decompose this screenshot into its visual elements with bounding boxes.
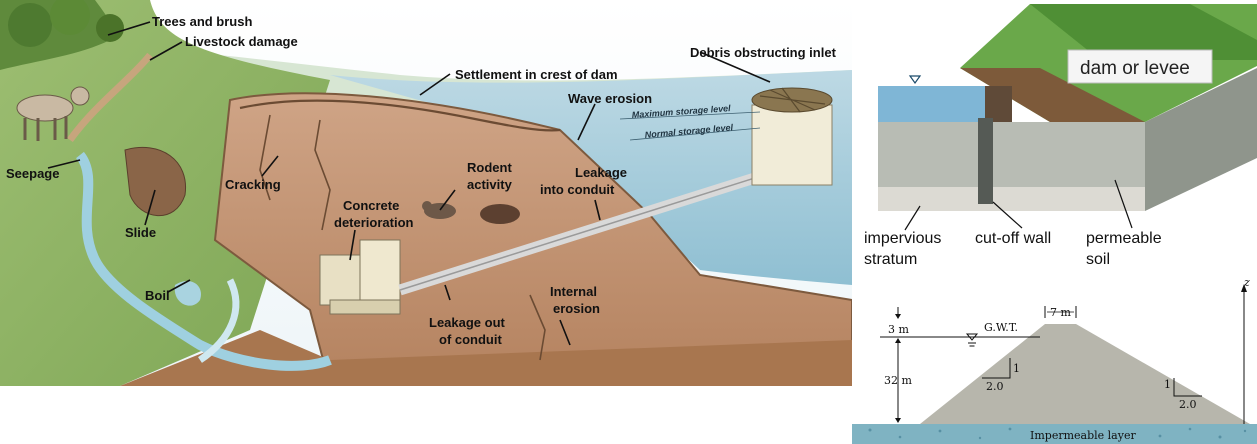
- intake-tower: [751, 87, 833, 186]
- label-cutoff-wall: cut-off wall: [975, 230, 1051, 247]
- label-height-32m: 32 m: [884, 374, 912, 387]
- cutoff-wall: [978, 118, 993, 204]
- slope-left-horizontal: 2.0: [986, 380, 1004, 393]
- levee-title: dam or levee: [1080, 58, 1190, 79]
- label-stratum: stratum: [864, 251, 917, 268]
- label-internal: Internal: [550, 284, 597, 299]
- slope-right-vertical: 1: [1164, 378, 1171, 391]
- outflow-water: [198, 278, 240, 363]
- levee-top-surface: [960, 4, 1257, 122]
- label-trees-and-brush: Trees and brush: [152, 14, 252, 29]
- label-rodent: Rodent: [467, 160, 512, 175]
- slide-area: [124, 146, 187, 217]
- label-leakage-out-2: of conduit: [439, 332, 502, 347]
- label-rodent-activity: activity: [467, 177, 513, 192]
- soil-side-face: [1145, 68, 1257, 211]
- label-impermeable-layer: Impermeable layer: [1030, 429, 1136, 442]
- cow-figure: [16, 86, 90, 141]
- label-livestock-damage: Livestock damage: [185, 34, 298, 49]
- foreground-ground: [120, 330, 852, 386]
- label-boil: Boil: [145, 288, 170, 303]
- levee-front-face: [960, 68, 1145, 122]
- boil-spot: [174, 280, 201, 306]
- label-deterioration: deterioration: [334, 215, 414, 230]
- impermeable-layer: [852, 424, 1257, 444]
- label-slide: Slide: [125, 225, 156, 240]
- label-debris: Debris obstructing inlet: [690, 45, 837, 60]
- label-impervious: impervious: [864, 230, 941, 247]
- livestock-trail: [67, 52, 153, 143]
- dam-hazard-illustration: Trees and brush Livestock damage Debris …: [0, 0, 852, 386]
- water-level-marker: [908, 75, 922, 85]
- label-depth-3m: 3 m: [888, 323, 909, 336]
- label-concrete: Concrete: [343, 198, 399, 213]
- label-erosion: erosion: [553, 301, 600, 316]
- label-permeable: permeable: [1086, 230, 1162, 247]
- water-body: [878, 86, 985, 122]
- seepage-stream: [75, 151, 332, 371]
- slope-left-vertical: 1: [1013, 362, 1020, 375]
- rodent: [422, 201, 456, 219]
- concrete-outlet: [319, 239, 401, 315]
- label-soil: soil: [1086, 251, 1110, 268]
- embankment-body: [920, 324, 1250, 424]
- levee-title-box: [1067, 49, 1213, 84]
- label-settlement: Settlement in crest of dam: [455, 67, 618, 82]
- label-crest-width: 7 m: [1050, 306, 1071, 319]
- label-seepage: Seepage: [6, 166, 59, 181]
- label-cracking: Cracking: [225, 177, 281, 192]
- label-gwt: G.W.T.: [984, 321, 1018, 334]
- label-leakage-into-2: into conduit: [540, 182, 615, 197]
- slope-right-horizontal: 2.0: [1179, 398, 1197, 411]
- reservoir-water: [330, 70, 852, 285]
- label-wave-erosion: Wave erosion: [568, 91, 652, 106]
- label-z-axis: z: [1243, 276, 1250, 289]
- permeable-soil-front: [878, 122, 1145, 187]
- burrow: [480, 204, 520, 224]
- label-leakage-out-1: Leakage out: [429, 315, 506, 330]
- impervious-stratum-front: [878, 187, 1145, 211]
- label-leakage-into-1: Leakage: [575, 165, 627, 180]
